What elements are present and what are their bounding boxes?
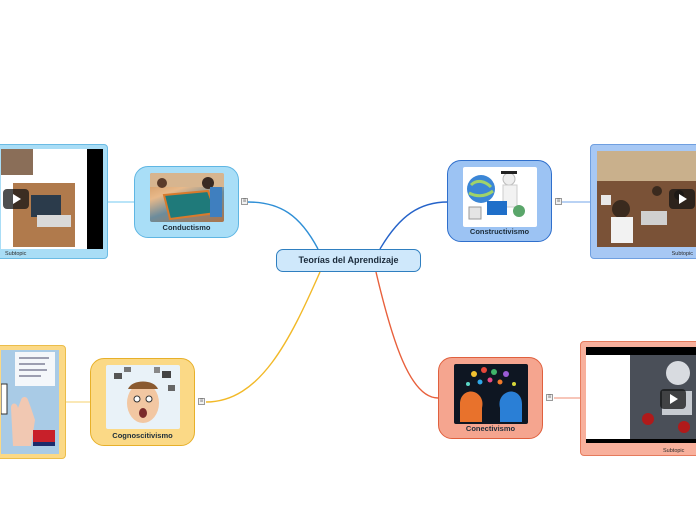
topic-cognoscitivismo[interactable]: Cognoscitivismo: [90, 358, 195, 446]
subtopic-conectivismo-video[interactable]: [586, 347, 696, 443]
link-cognoscitivismo: [206, 272, 320, 402]
collapse-toggle-icon[interactable]: ≡: [546, 394, 553, 401]
subtopic-conductismo-video[interactable]: [1, 149, 103, 249]
link-conectivismo: [376, 272, 438, 398]
topic-constructivismo[interactable]: Constructivismo: [447, 160, 552, 242]
subtopic-label: Subtopic: [672, 251, 693, 257]
cognoscitivismo-image: [106, 365, 180, 429]
topic-conductismo[interactable]: Conductismo: [134, 166, 239, 238]
play-icon[interactable]: [669, 189, 695, 209]
subtopic-cognoscitivismo[interactable]: [0, 345, 66, 459]
cognoscitivismo-label: Cognoscitivismo: [91, 431, 194, 440]
subtopic-conectivismo[interactable]: Subtopic: [580, 341, 696, 456]
collapse-toggle-icon[interactable]: ≡: [555, 198, 562, 205]
link-constructivismo: [380, 202, 448, 249]
topic-conectivismo[interactable]: Conectivismo: [438, 357, 543, 439]
subtopic-cognoscitivismo-image: [1, 350, 59, 454]
central-topic[interactable]: Teorías del Aprendizaje: [276, 249, 421, 272]
subtopic-label: Subtopic: [5, 251, 26, 257]
subtopic-conductismo[interactable]: Subtopic: [0, 144, 108, 259]
collapse-toggle-icon[interactable]: ≡: [241, 198, 248, 205]
play-icon[interactable]: [3, 189, 29, 209]
conectivismo-image: [454, 364, 528, 424]
subtopic-constructivismo-video[interactable]: [597, 151, 696, 247]
conductismo-label: Conductismo: [135, 223, 238, 232]
conductismo-image: [150, 173, 224, 222]
constructivismo-image: [463, 167, 537, 227]
collapse-toggle-icon[interactable]: ≡: [198, 398, 205, 405]
constructivismo-label: Constructivismo: [448, 227, 551, 236]
play-icon[interactable]: [660, 389, 686, 409]
subtopic-constructivismo[interactable]: Subtopic: [590, 144, 696, 259]
subtopic-label: Subtopic: [663, 448, 684, 454]
link-conductismo: [248, 202, 318, 249]
conectivismo-label: Conectivismo: [439, 424, 542, 433]
